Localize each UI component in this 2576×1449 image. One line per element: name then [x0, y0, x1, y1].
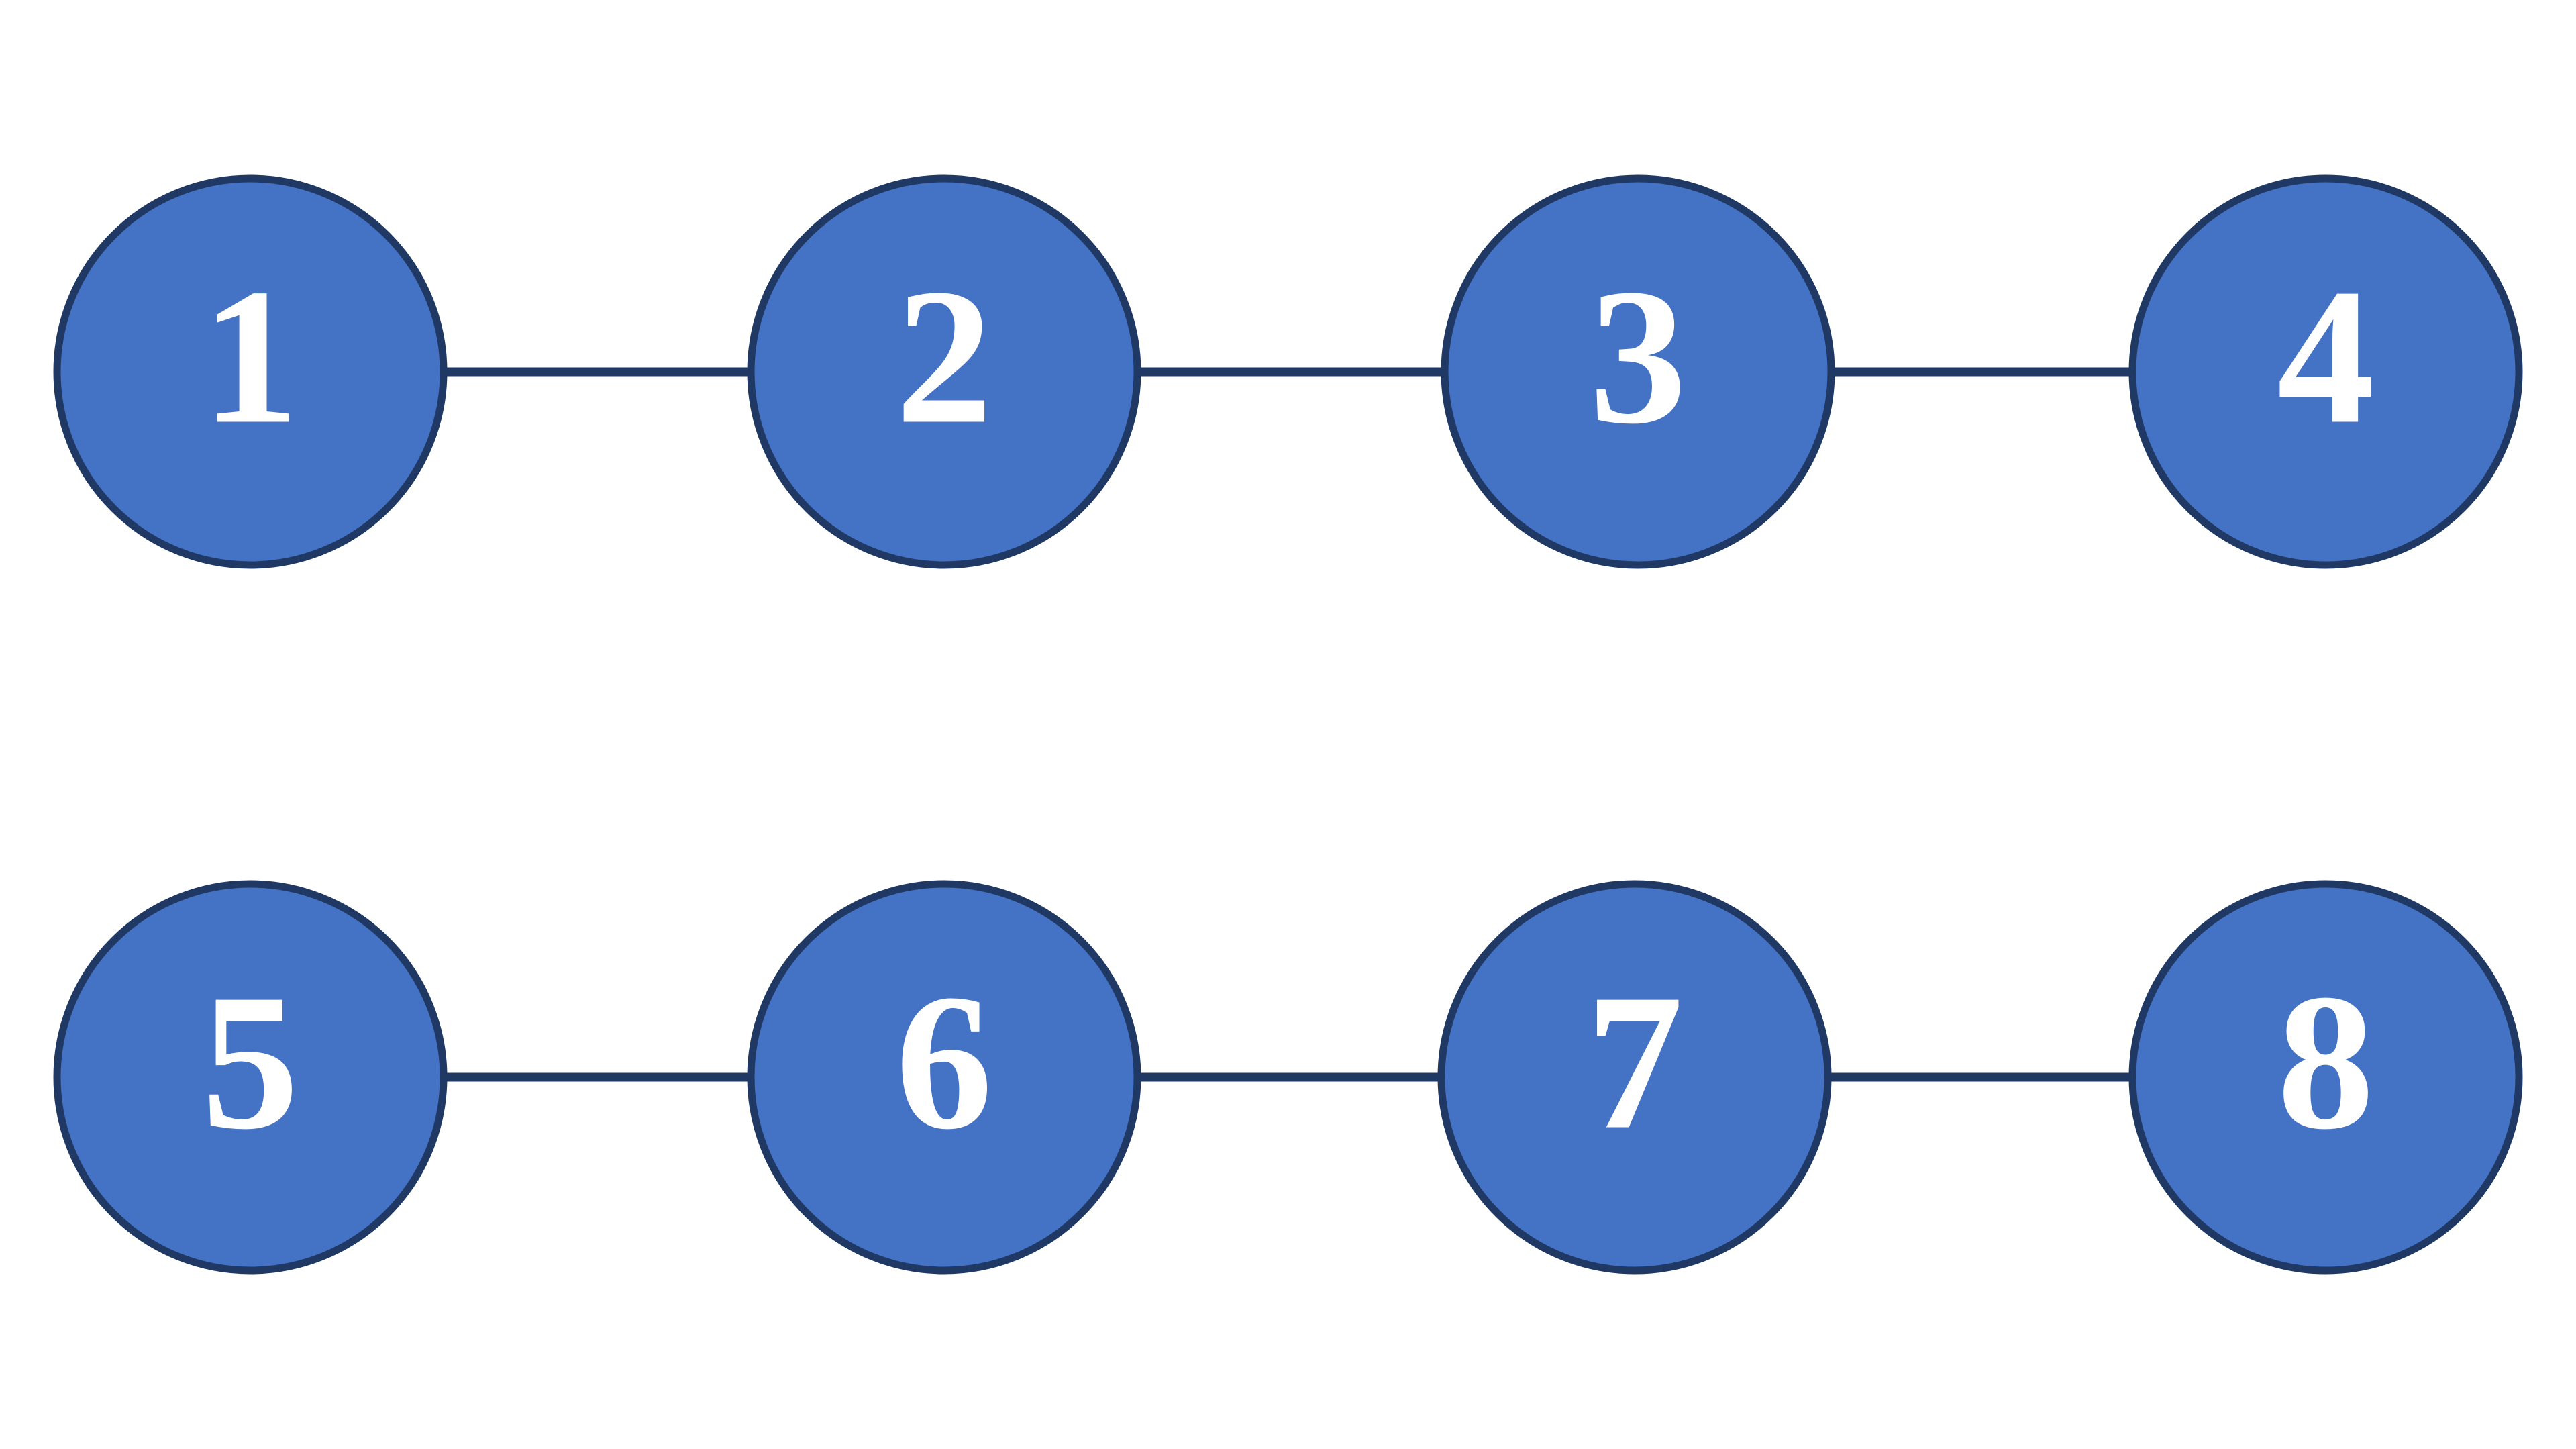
node-layer: 1 2 3 4 5 6 7 8: [53, 174, 2523, 1275]
graph-node-5[interactable]: 5: [53, 880, 448, 1275]
node-circle-4[interactable]: [2128, 174, 2523, 569]
node-label-6: 6: [896, 954, 993, 1170]
graph-node-8[interactable]: 8: [2128, 880, 2523, 1275]
node-label-5: 5: [202, 954, 299, 1170]
graph-node-6[interactable]: 6: [747, 880, 1141, 1275]
node-circle-6[interactable]: [747, 880, 1141, 1275]
graph-node-4[interactable]: 4: [2128, 174, 2523, 569]
node-circle-1[interactable]: [53, 174, 448, 569]
graph-node-2[interactable]: 2: [747, 174, 1141, 569]
node-label-1: 1: [202, 249, 299, 464]
node-label-8: 8: [2277, 954, 2375, 1170]
node-label-3: 3: [1590, 249, 1687, 464]
node-circle-5[interactable]: [53, 880, 448, 1275]
node-circle-3[interactable]: [1441, 174, 1835, 569]
node-label-2: 2: [896, 249, 993, 464]
node-label-7: 7: [1586, 954, 1684, 1170]
graph-node-7[interactable]: 7: [1437, 880, 1832, 1275]
node-circle-7[interactable]: [1437, 880, 1832, 1275]
graph-node-3[interactable]: 3: [1441, 174, 1835, 569]
node-circle-2[interactable]: [747, 174, 1141, 569]
node-label-4: 4: [2277, 249, 2375, 464]
graph-node-1[interactable]: 1: [53, 174, 448, 569]
node-circle-8[interactable]: [2128, 880, 2523, 1275]
edge-layer: [444, 367, 2132, 1082]
